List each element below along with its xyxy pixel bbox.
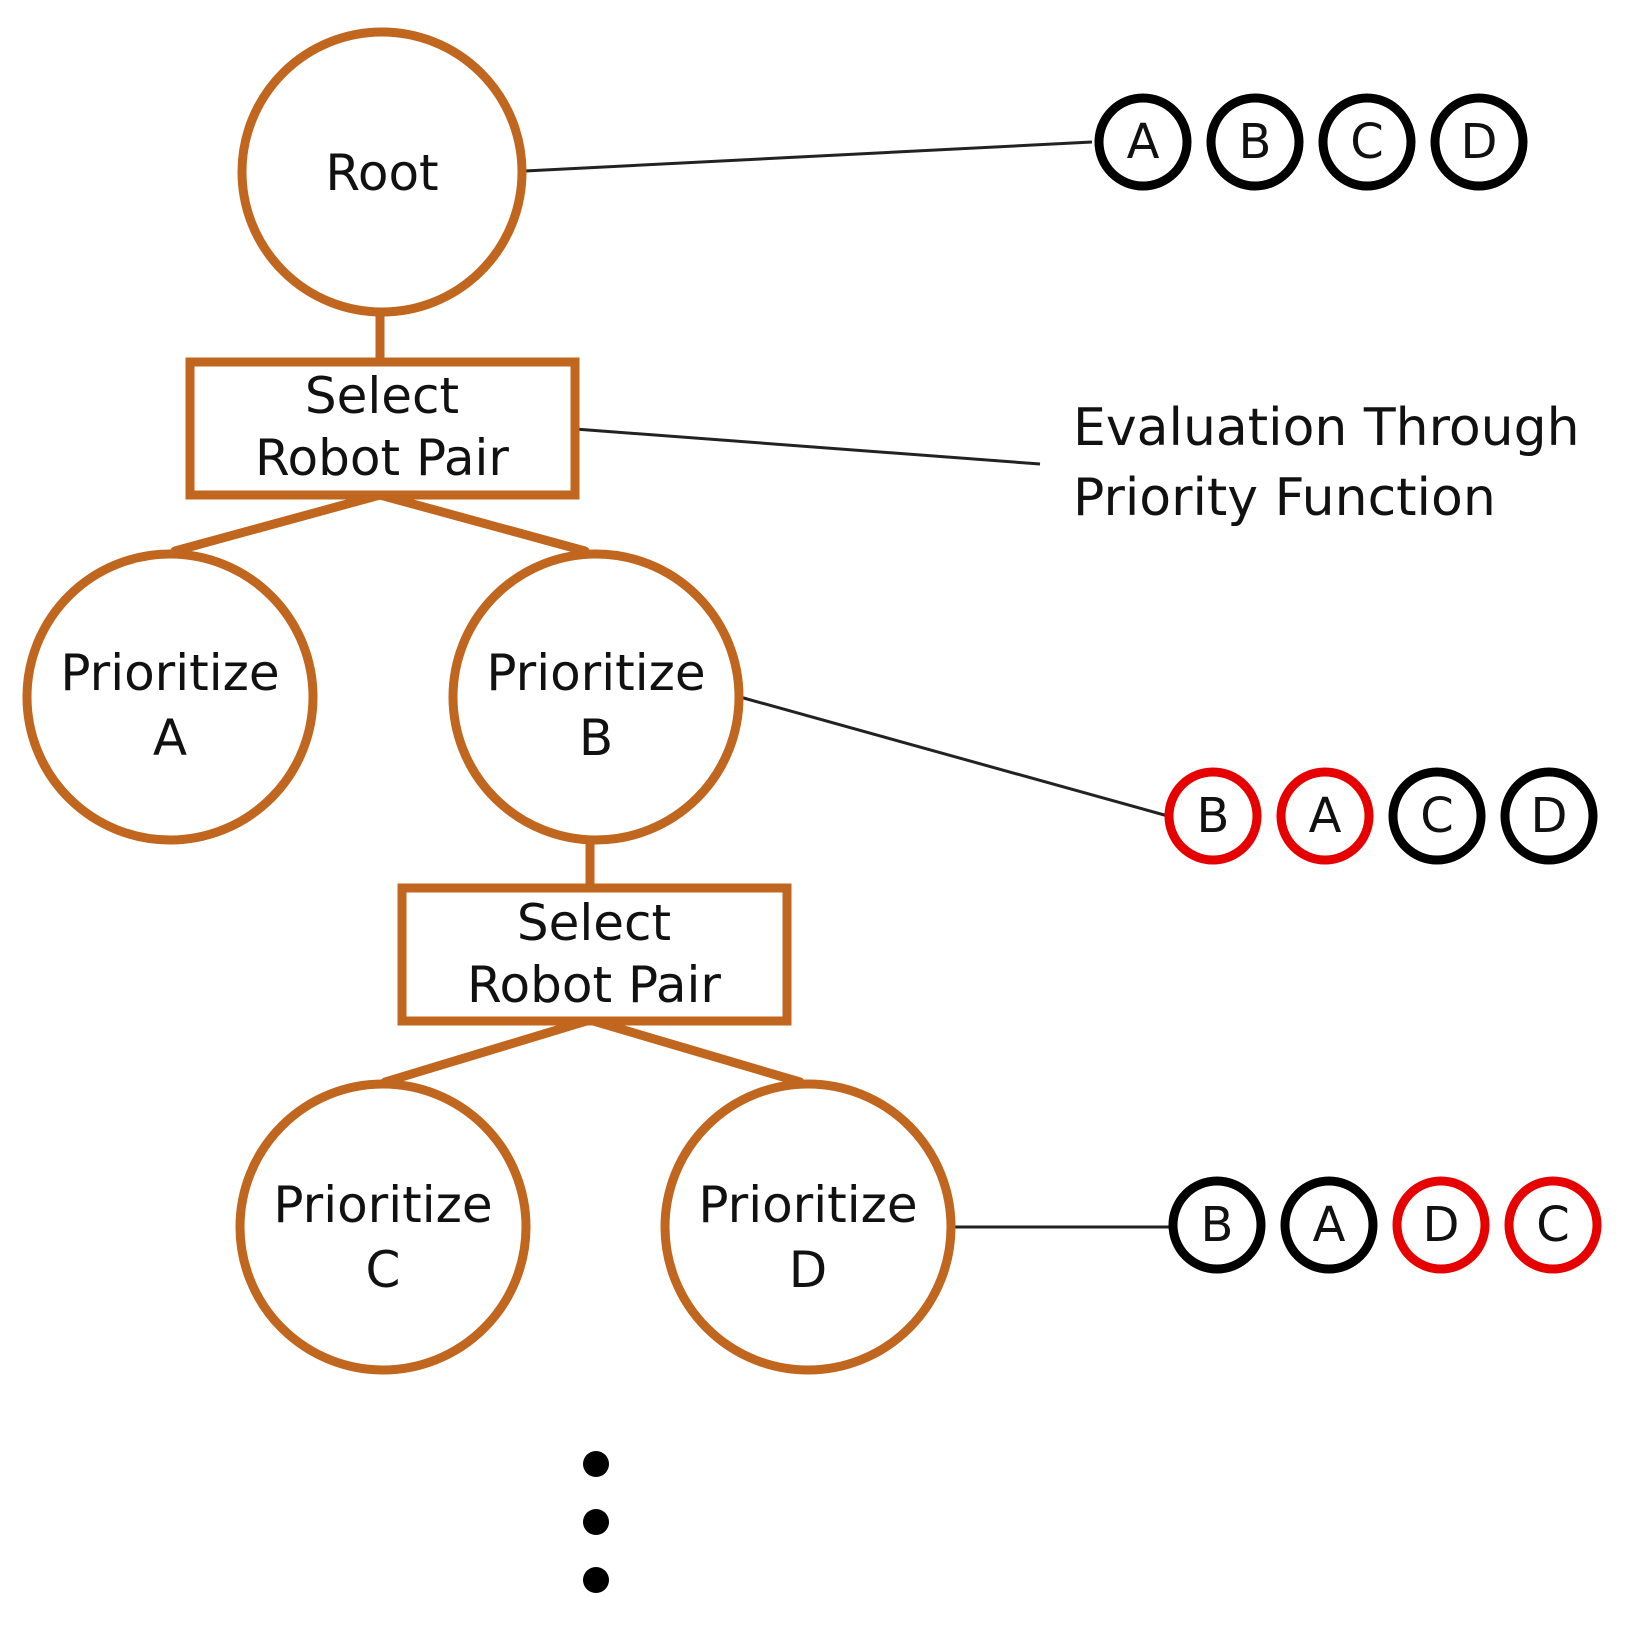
ring-circle [1388,767,1486,865]
select-robot-pair-1-line-1: Select [305,367,459,425]
ring-circle [1280,1176,1378,1274]
ring-label: B [1201,1197,1234,1253]
select-robot-pair-box-1 [185,357,580,500]
prioritize-d-line-1: Prioritize [698,1176,917,1234]
ring-label: D [1461,114,1498,170]
connector-prioritize-b-to-sequence-2 [739,695,1169,818]
sequence-b-ring-1: B [1164,767,1262,865]
sequence-d-ring-2: A [1280,1176,1378,1274]
tree-edges [170,307,805,1087]
ring-label: A [1309,788,1342,844]
continuation-ellipsis [583,1451,609,1593]
ring-label: C [1536,1197,1570,1253]
sequence-b-ring-3: C [1388,767,1486,865]
sequence-root-ring-2: B [1206,93,1304,191]
prioritize-b-circle [448,549,744,845]
ring-circle [1392,1176,1490,1274]
sequence-prioritize-d: B A D C [1168,1176,1602,1274]
ring-circle [1094,93,1192,191]
select-robot-pair-node-2: Select Robot Pair [397,883,792,1026]
ring-label: A [1127,114,1160,170]
sequence-prioritize-b: B A C D [1164,767,1598,865]
prioritize-c-circle [235,1079,531,1375]
ring-circle [1164,767,1262,865]
connector-root-to-sequence-1 [524,140,1093,173]
connector-select-1-to-annotation [574,427,1041,466]
select-robot-pair-box-2 [397,883,792,1026]
connectors [524,140,1172,1229]
prioritize-a-line-2: A [153,709,187,767]
annotation-line-2: Priority Function [1073,468,1496,528]
ring-circle [1500,767,1598,865]
ring-circle [1168,1176,1266,1274]
prioritize-c-line-1: Prioritize [273,1176,492,1234]
prioritize-b-line-1: Prioritize [486,644,705,702]
sequence-d-ring-3: D [1392,1176,1490,1274]
ellipsis-dot-3 [583,1567,609,1593]
prioritize-c-line-2: C [366,1241,401,1299]
prioritize-d-circle [660,1079,956,1375]
ellipsis-dot-1 [583,1451,609,1477]
ring-circle [1276,767,1374,865]
select-robot-pair-2-line-2: Robot Pair [467,956,721,1014]
prioritize-b-line-2: B [579,709,613,767]
edge-select-1-to-prioritize-b [375,490,590,556]
ring-label: D [1423,1197,1460,1253]
ring-circle [1430,93,1528,191]
select-robot-pair-node-1: Select Robot Pair [185,357,580,500]
edge-select-1-to-prioritize-a [170,490,385,556]
ring-label: D [1531,788,1568,844]
annotation-line-1: Evaluation Through [1073,398,1580,458]
sequence-root: A B C D [1094,93,1528,191]
priority-annotation: Evaluation Through Priority Function [1073,398,1580,528]
root-node-label: Root [325,144,438,202]
ring-label: A [1313,1197,1346,1253]
ring-label: C [1420,788,1454,844]
sequence-b-ring-4: D [1500,767,1598,865]
root-node: Root [237,27,527,317]
prioritize-a-circle [22,549,318,845]
sequence-root-ring-3: C [1318,93,1416,191]
ring-circle [1318,93,1416,191]
ring-label: C [1350,114,1384,170]
prioritize-c-node: Prioritize C [235,1079,531,1375]
select-robot-pair-1-line-2: Robot Pair [255,429,509,487]
sequence-d-ring-1: B [1168,1176,1266,1274]
prioritize-b-node: Prioritize B [448,549,744,845]
ellipsis-dot-2 [583,1509,609,1535]
sequence-d-ring-4: C [1504,1176,1602,1274]
sequence-root-ring-1: A [1094,93,1192,191]
sequence-root-ring-4: D [1430,93,1528,191]
ring-label: B [1197,788,1230,844]
ring-label: B [1239,114,1272,170]
edge-select-2-to-prioritize-d [585,1015,805,1087]
prioritize-d-node: Prioritize D [660,1079,956,1375]
prioritize-a-line-1: Prioritize [60,644,279,702]
root-node-circle [237,27,527,317]
ring-circle [1504,1176,1602,1274]
select-robot-pair-2-line-1: Select [517,894,671,952]
ring-circle [1206,93,1304,191]
prioritize-a-node: Prioritize A [22,549,318,845]
prioritize-d-line-2: D [789,1241,828,1299]
edge-select-2-to-prioritize-c [380,1015,595,1087]
sequence-b-ring-2: A [1276,767,1374,865]
